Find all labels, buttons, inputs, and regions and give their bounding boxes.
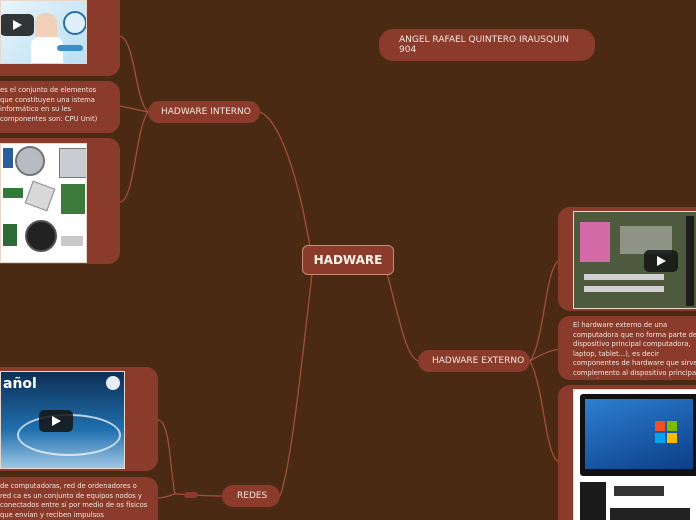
externo-video-card[interactable] bbox=[558, 207, 696, 311]
link-interno-2 bbox=[119, 105, 149, 113]
power-supply-part bbox=[59, 148, 86, 178]
hand-tablet bbox=[57, 45, 83, 51]
branch-hadware-interno[interactable]: HADWARE INTERNO bbox=[148, 101, 260, 123]
slot-2 bbox=[584, 286, 664, 292]
interno-video-card[interactable] bbox=[0, 0, 120, 76]
cable-part bbox=[3, 148, 13, 168]
externo-video-thumbnail[interactable] bbox=[573, 211, 696, 309]
person-figure bbox=[35, 13, 57, 41]
ram-part bbox=[3, 188, 23, 198]
ram-slot-left bbox=[686, 216, 694, 306]
search-circle-icon bbox=[63, 11, 86, 35]
components-image[interactable] bbox=[0, 143, 87, 263]
slot-1 bbox=[584, 274, 664, 280]
connector-handle[interactable] bbox=[184, 492, 198, 498]
fan-part bbox=[25, 220, 57, 252]
link-externo-2 bbox=[529, 348, 561, 362]
computer-image[interactable] bbox=[573, 389, 696, 520]
branch-hadware-externo[interactable]: HADWARE EXTERNO bbox=[418, 350, 530, 372]
author-node[interactable]: ANGEL RAFAEL QUINTERO IRAUSQUIN 904 bbox=[379, 29, 595, 61]
link-externo-1 bbox=[529, 259, 561, 362]
ports-part bbox=[61, 236, 83, 246]
play-icon[interactable] bbox=[644, 250, 678, 272]
link-center-externo bbox=[383, 261, 419, 362]
interno-description: es el conjunto de elementos que constitu… bbox=[0, 86, 98, 123]
monitor-screen bbox=[585, 399, 693, 469]
chip-area bbox=[620, 226, 672, 254]
branch-redes[interactable]: REDES bbox=[222, 485, 280, 507]
monitor-frame bbox=[580, 394, 696, 476]
play-icon[interactable] bbox=[39, 410, 73, 432]
link-redes-2 bbox=[157, 493, 176, 499]
cpu-part bbox=[24, 180, 56, 212]
redes-video-thumbnail[interactable]: añol bbox=[0, 371, 125, 469]
link-externo-3 bbox=[529, 360, 561, 463]
author-label: ANGEL RAFAEL QUINTERO IRAUSQUIN 904 bbox=[399, 35, 570, 55]
hard-disk-part bbox=[15, 146, 45, 176]
port-connector bbox=[580, 222, 610, 262]
link-center-redes bbox=[279, 273, 313, 497]
link-interno-1 bbox=[119, 35, 149, 113]
link-interno-3 bbox=[119, 111, 149, 203]
play-icon[interactable] bbox=[1, 14, 34, 36]
central-label: HADWARE bbox=[313, 253, 383, 267]
externo-description: El hardware externo de una computadora q… bbox=[573, 321, 696, 379]
windows-logo-icon bbox=[655, 421, 677, 443]
externo-text-card[interactable]: El hardware externo de una computadora q… bbox=[558, 316, 696, 380]
central-node[interactable]: HADWARE bbox=[302, 245, 394, 275]
motherboard-part bbox=[61, 184, 85, 214]
link-redes-1 bbox=[157, 419, 223, 497]
externo-image-card[interactable] bbox=[558, 385, 696, 520]
interno-text-card[interactable]: es el conjunto de elementos que constitu… bbox=[0, 81, 120, 133]
monitor-stand bbox=[614, 486, 664, 496]
globe-icon bbox=[106, 376, 120, 390]
branch-redes-label: REDES bbox=[237, 491, 268, 501]
interno-image-card[interactable] bbox=[0, 138, 120, 264]
link-center-interno bbox=[259, 111, 313, 261]
card-part bbox=[3, 224, 17, 246]
redes-video-card[interactable]: añol bbox=[0, 367, 158, 471]
branch-hadware-externo-label: HADWARE EXTERNO bbox=[432, 356, 525, 366]
redes-video-caption: añol bbox=[3, 376, 37, 392]
redes-description: de computadoras, red de ordenadores o re… bbox=[0, 482, 148, 519]
speaker-left bbox=[580, 482, 606, 520]
redes-text-card[interactable]: de computadoras, red de ordenadores o re… bbox=[0, 477, 158, 520]
keyboard bbox=[610, 508, 690, 520]
branch-hadware-interno-label: HADWARE INTERNO bbox=[161, 107, 251, 117]
interno-video-thumbnail[interactable] bbox=[0, 0, 87, 64]
